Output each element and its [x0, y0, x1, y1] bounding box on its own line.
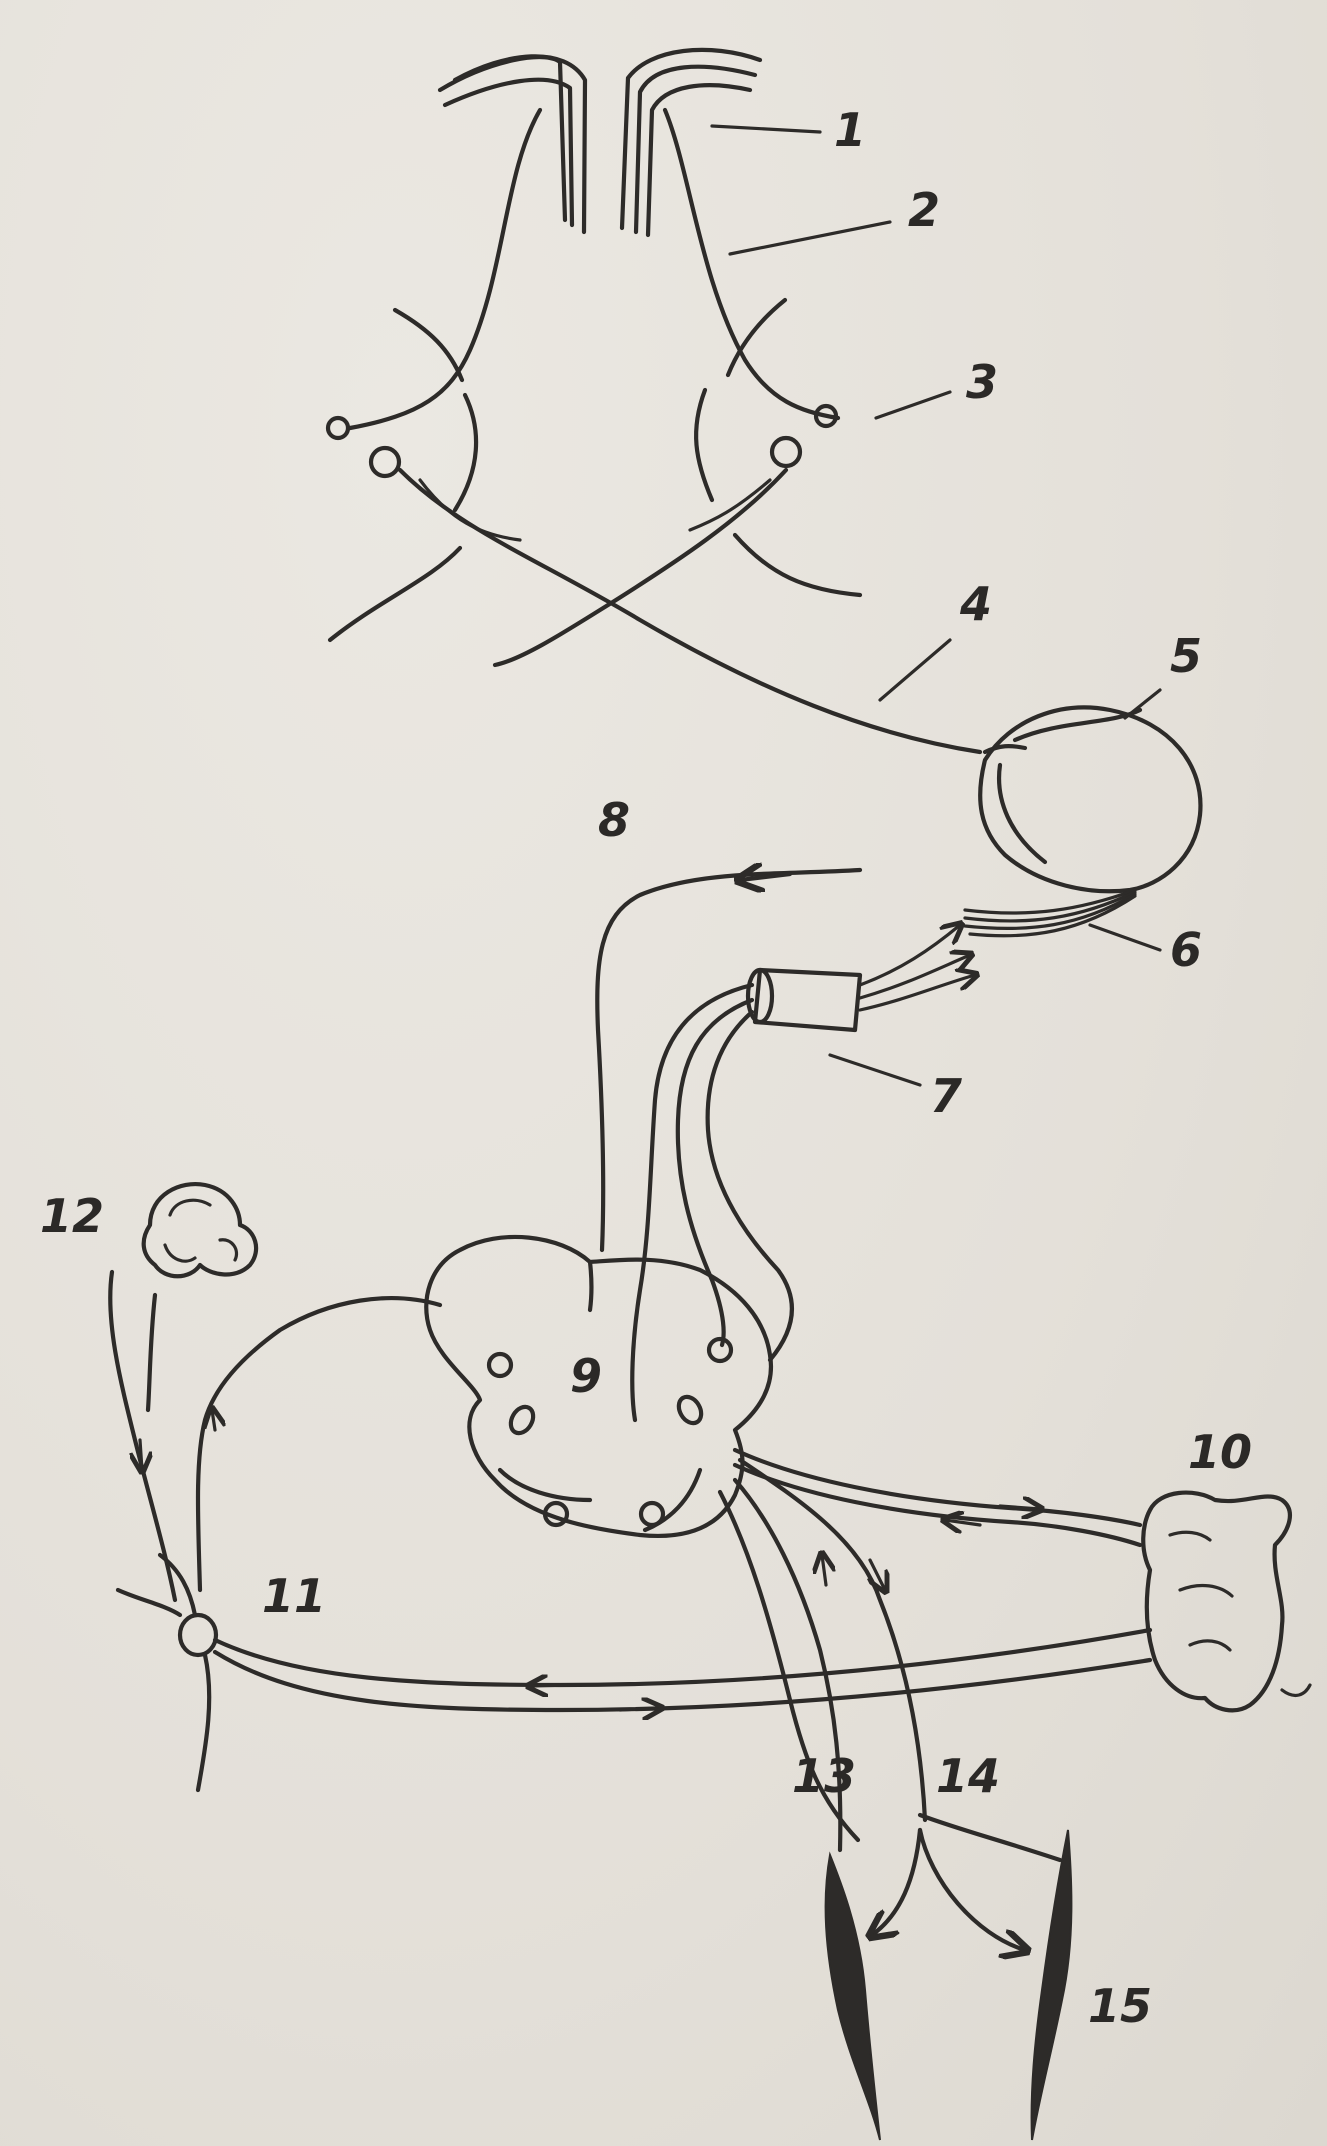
ganglion-11 — [110, 1272, 1150, 1790]
muscle-15-right — [1032, 1830, 1072, 2140]
fiber-13-arrow — [822, 1555, 826, 1585]
cortex-structure — [328, 50, 980, 752]
branch-to-muscle-left — [872, 1830, 920, 1935]
label-6: 6 — [1170, 923, 1202, 977]
cortex-fiber-right-inner — [648, 85, 750, 235]
afferent-fiber-from-12 — [110, 1272, 175, 1600]
decussation-tract-right — [495, 470, 786, 665]
leader-1 — [712, 126, 820, 132]
label-4: 4 — [959, 577, 992, 631]
label-2: 2 — [908, 183, 940, 237]
cortex-inner-arc-left-2 — [455, 395, 476, 510]
dorsal-root-arrow — [212, 1410, 215, 1430]
cortex-inner-arc-right — [728, 300, 785, 375]
label-9: 9 — [570, 1349, 602, 1403]
fan-fibers-6 — [965, 890, 1135, 936]
decussation-tract-left-inner — [420, 480, 520, 540]
organ-10-fold-1 — [1170, 1532, 1210, 1540]
lobe-5-inner-fold — [999, 765, 1045, 862]
cortex-lower-arc-right — [735, 535, 860, 595]
ganglion-11-body — [180, 1615, 216, 1655]
spinal-cord-9 — [198, 1237, 1140, 1590]
lobe-5-outline — [980, 707, 1200, 891]
ganglion-11-chain-left — [118, 1590, 180, 1615]
afferent-fiber-2 — [148, 1295, 155, 1410]
label-11: 11 — [262, 1569, 326, 1623]
cortex-node-right-bottom — [772, 438, 800, 466]
afferent-arrow — [140, 1440, 142, 1470]
cortex-outline-left — [350, 110, 540, 428]
label-5: 5 — [1170, 629, 1202, 683]
branch-to-muscle-right — [920, 1830, 1025, 1950]
label-7: 7 — [930, 1069, 962, 1123]
label-10: 10 — [1188, 1425, 1252, 1479]
label-12: 12 — [40, 1189, 104, 1243]
motor-pathways — [720, 1460, 1071, 2140]
fiber-14-to-right-muscle — [920, 1815, 1060, 1860]
spinal-cord-right-fold — [645, 1470, 700, 1530]
efferent-fiber-to-10-b — [735, 1465, 1140, 1545]
organ-10-fold-2 — [1180, 1585, 1232, 1596]
receptor-12 — [144, 1184, 256, 1276]
leader-3 — [876, 392, 950, 418]
leader-5 — [1125, 690, 1160, 718]
cylinder-fiber-up-a — [860, 925, 960, 985]
ganglion-11-arrow-back — [530, 1685, 570, 1686]
lobe-5-inner-fold-2 — [1015, 710, 1140, 740]
leader-4 — [880, 640, 950, 700]
receptor-12-inner-2 — [165, 1245, 195, 1261]
dorsal-root-fiber — [198, 1298, 440, 1590]
ganglion-11-chain-down — [198, 1655, 209, 1790]
receptor-12-inner-1 — [170, 1200, 210, 1215]
nucleus-intermediate-left — [506, 1403, 537, 1437]
nucleus-dorsal-left — [489, 1354, 511, 1376]
cortex-outline-right — [665, 110, 838, 418]
label-13: 13 — [792, 1749, 856, 1803]
label-8: 8 — [598, 793, 630, 847]
receptor-12-outer — [144, 1184, 256, 1276]
lobe-5-connector-fibers — [985, 746, 1025, 752]
callout-labels: 1 2 3 4 5 6 7 8 9 10 11 12 13 14 15 — [40, 103, 1252, 2033]
cortex-inner-arc-left — [395, 310, 462, 380]
label-14: 14 — [936, 1749, 1000, 1803]
receptor-12-inner-3 — [220, 1240, 237, 1260]
leader-7 — [830, 1055, 920, 1085]
tract-8 — [597, 870, 860, 1250]
organ-10 — [1143, 1493, 1310, 1711]
cortex-node-left-top — [328, 418, 348, 438]
decussation-tract-left — [400, 470, 980, 752]
leader-6 — [1090, 925, 1160, 950]
cortex-inner-arc-right-2 — [696, 390, 712, 500]
organ-10-outline — [1143, 1493, 1290, 1711]
ganglion-11-arrow-forward — [620, 1708, 660, 1710]
muscle-15-left — [826, 1855, 880, 2140]
spinal-cord-median-fissure — [590, 1262, 592, 1310]
leader-2 — [730, 222, 890, 254]
cortex-lower-arc-left — [330, 548, 460, 640]
organ-10-tail — [1282, 1685, 1310, 1695]
nucleus-dorsal-right — [709, 1339, 731, 1361]
callout-leaders — [712, 126, 1160, 1085]
organ-10-fold-3 — [1190, 1641, 1230, 1650]
ganglion-11-to-organ-upper — [215, 1630, 1150, 1685]
cylinder-7 — [632, 925, 975, 1420]
nucleus-ventral-right — [641, 1503, 663, 1525]
label-3: 3 — [966, 355, 998, 409]
cortex-node-left-bottom — [371, 448, 399, 476]
label-1: 1 — [834, 103, 866, 157]
cylinder-fiber-up-b — [860, 955, 970, 998]
lobe-5-structure — [980, 707, 1200, 891]
nucleus-intermediate-right — [674, 1393, 705, 1427]
label-15: 15 — [1088, 1979, 1152, 2033]
cortex-fiber-right-mid — [636, 67, 755, 232]
tract-8-outer — [597, 870, 860, 1250]
